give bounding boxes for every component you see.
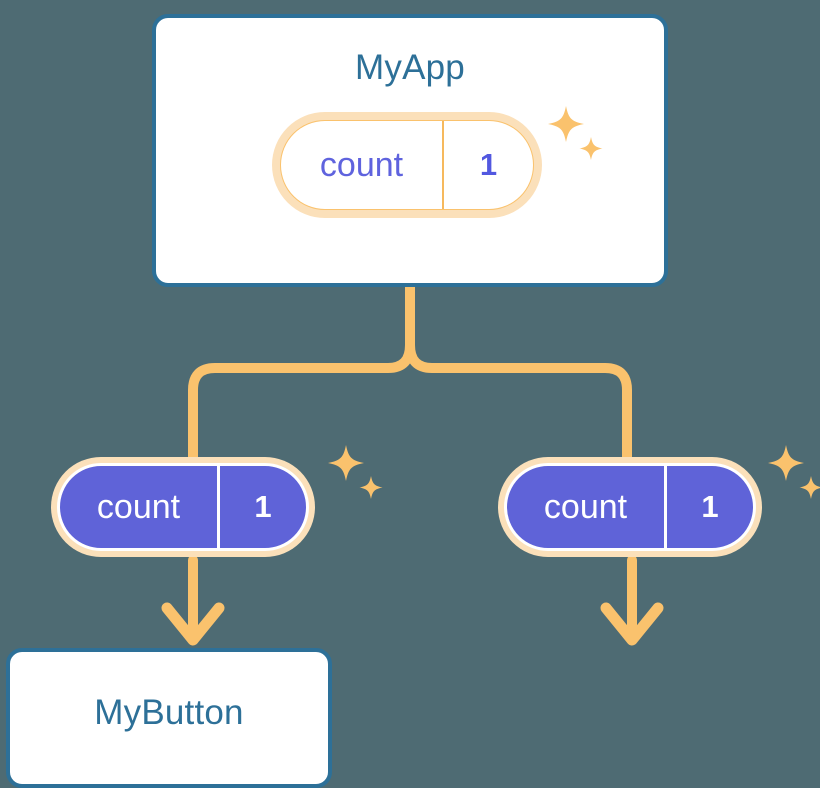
signal-pill-mybutton-right[interactable]: count 1 (504, 463, 756, 551)
diagram-canvas: MyApp count 1 count 1 MyButton count 1 (0, 0, 820, 770)
branch-connector-icon (410, 345, 627, 470)
signal-pill-myapp[interactable]: count 1 (281, 121, 533, 209)
card-title-myapp: MyApp (156, 48, 664, 88)
signal-pill[interactable]: count 1 (504, 463, 756, 551)
signal-pill-mybutton-left[interactable]: count 1 (57, 463, 309, 551)
branch-connector-icon (193, 287, 410, 470)
signal-value: 1 (220, 466, 306, 548)
signal-value: 1 (444, 121, 533, 209)
signal-pill[interactable]: count 1 (281, 121, 533, 209)
signal-pill[interactable]: count 1 (57, 463, 309, 551)
card-title-mybutton: MyButton (10, 693, 328, 733)
signal-name: count (60, 466, 220, 548)
signal-name: count (281, 121, 444, 209)
signal-name: count (507, 466, 667, 548)
signal-value: 1 (667, 466, 753, 548)
component-card-mybutton-left[interactable]: MyButton (6, 648, 332, 788)
